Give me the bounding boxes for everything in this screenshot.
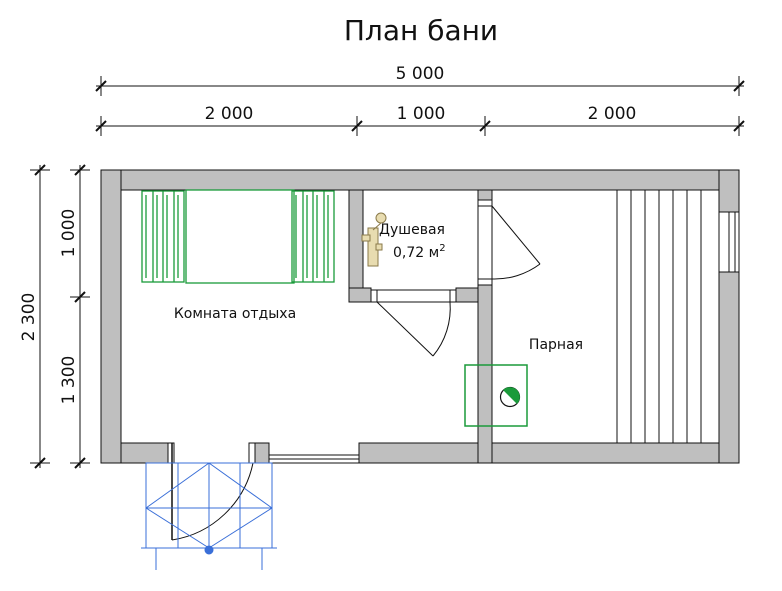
- dimension-total-height: [30, 164, 50, 469]
- shower-area-value: 0,72 м: [393, 245, 439, 261]
- steam-room-door: [477, 199, 541, 286]
- room-label-shower-area: 0,72 м2: [393, 243, 446, 261]
- dimension-total-width-label: 5 000: [396, 64, 445, 84]
- bottom-window: [268, 454, 360, 464]
- dimension-segments: [95, 116, 745, 136]
- rest-room-furniture: [141, 189, 335, 284]
- shower-fixture-icon: [361, 212, 387, 267]
- room-label-steam: Парная: [529, 337, 583, 353]
- dimension-total-height-label: 2 300: [19, 293, 39, 342]
- plan-title: План бани: [344, 14, 498, 47]
- dimension-seg-right-label: 2 000: [588, 104, 637, 124]
- shower-door: [370, 289, 457, 357]
- dimension-seg-mid-label: 1 000: [397, 104, 446, 124]
- walls: [100, 169, 740, 464]
- right-window: [718, 211, 740, 273]
- dimension-total-width: [95, 76, 745, 96]
- room-label-rest: Комната отдыха: [174, 306, 296, 322]
- porch: [141, 462, 277, 570]
- entrance-door: [167, 442, 256, 541]
- dimension-seg-left-label: 2 000: [205, 104, 254, 124]
- dimension-lower-height-label: 1 300: [59, 356, 79, 405]
- stove: [464, 364, 528, 427]
- room-label-shower: Душевая: [379, 222, 445, 238]
- steam-room-benches: [616, 189, 720, 444]
- dimension-upper-height-label: 1 000: [59, 209, 79, 258]
- dimension-split-heights: [70, 164, 90, 469]
- shower-area-sup: 2: [439, 243, 445, 254]
